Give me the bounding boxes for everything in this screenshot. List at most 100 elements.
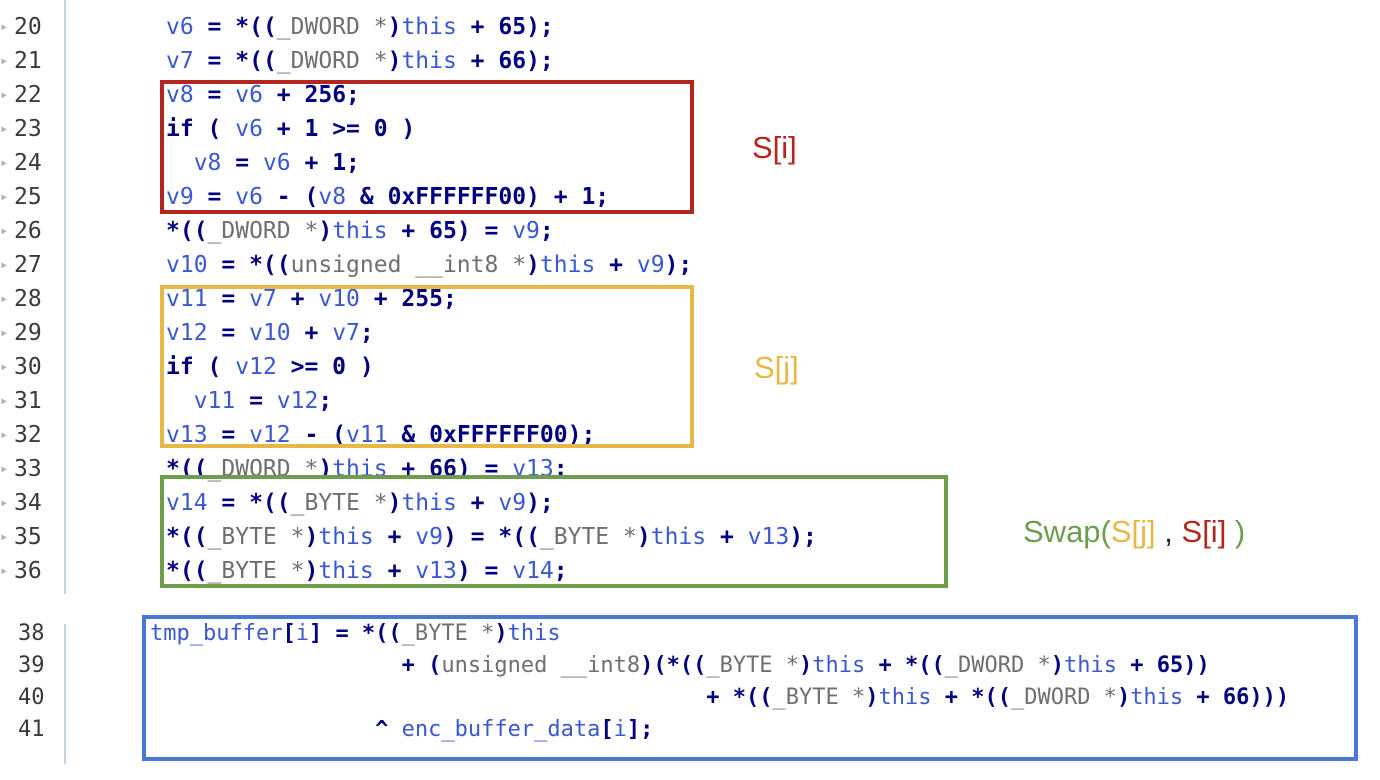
swap-suffix: ) (1226, 514, 1246, 549)
code-token: v6 (235, 116, 263, 142)
code-token: this (878, 685, 932, 710)
line-number: 22 (14, 82, 42, 108)
line-number: 31 (14, 388, 42, 414)
code-token: ( (193, 354, 236, 380)
line-number: 25 (14, 184, 42, 210)
code-token: = (207, 422, 250, 448)
annotation-sj: S[j] (754, 350, 799, 385)
code-token: unsigned __int8 (441, 653, 641, 678)
line-marker-icon: ▸ (0, 257, 9, 273)
code-token: + 66); (456, 48, 554, 74)
code-token: if (166, 354, 194, 380)
code-token: _DWORD * (207, 218, 319, 244)
code-token: _BYTE * (401, 621, 495, 646)
code-token: _DWORD * (944, 653, 1051, 678)
code-token: ) (387, 48, 402, 74)
line-number: 33 (14, 456, 42, 482)
code-token: _BYTE * (706, 653, 800, 678)
code-token: ) (494, 621, 508, 646)
code-token: - ( (290, 422, 347, 448)
code-token: v12 (276, 388, 319, 414)
line-marker-icon: ▸ (0, 155, 9, 171)
code-token: ) (304, 524, 319, 550)
code-token: v6 (262, 150, 291, 176)
code-text: v7 = *((_DWORD *)this + 66); (166, 44, 554, 78)
code-token: + (276, 286, 319, 312)
code-token: ); (789, 524, 817, 550)
sj-highlight-box (160, 285, 694, 448)
code-token: = (193, 184, 236, 210)
code-token: = (193, 82, 236, 108)
code-token: _DWORD * (276, 14, 388, 40)
line-marker-icon: ▸ (0, 53, 9, 69)
code-token: + (456, 490, 499, 516)
code-text: tmp_buffer[i] = *((_BYTE *)this (150, 618, 561, 650)
gutter-divider (64, 0, 66, 594)
line-number: 39 (18, 653, 45, 678)
line-number: 40 (18, 685, 45, 710)
code-token: v13 (747, 524, 790, 550)
code-token: + ( (150, 653, 442, 678)
code-token: ; (539, 218, 554, 244)
code-token: + (373, 524, 416, 550)
line-marker-icon: ▸ (0, 291, 9, 307)
code-token: unsigned __int8 * (290, 252, 527, 278)
code-token: >= 0 ) (276, 354, 374, 380)
code-token: this (539, 252, 596, 278)
code-token: v9 (166, 184, 194, 210)
code-token: + *(( (865, 653, 945, 678)
code-token: )(*(( (640, 653, 707, 678)
code-token: ) (799, 653, 813, 678)
code-token: + 65)) (1116, 653, 1210, 678)
line-marker-icon: ▸ (0, 121, 9, 137)
code-token: enc_buffer_data (401, 717, 601, 742)
code-token: ) (526, 252, 540, 278)
code-token: v11 (166, 286, 208, 312)
code-token: *(( (166, 218, 208, 244)
annotation-si: S[i] (752, 130, 797, 165)
code-token: v9 (512, 218, 540, 244)
code-text: if ( v12 >= 0 ) (166, 350, 374, 384)
code-token: ) (304, 558, 319, 584)
code-token: + 66))) (1183, 685, 1290, 710)
code-text: v11 = v7 + v10 + 255; (166, 282, 457, 316)
code-token: ]; (626, 717, 654, 742)
code-token: v7 (249, 286, 277, 312)
code-token: + 255; (359, 286, 457, 312)
code-token: ) = (456, 558, 513, 584)
code-token: + 65) = (387, 218, 513, 244)
line-marker-icon: ▸ (0, 359, 9, 375)
code-token: ) (1050, 653, 1064, 678)
line-number: 35 (14, 524, 42, 550)
code-token: ) (636, 524, 651, 550)
code-token: + (706, 524, 748, 550)
line-number: 24 (14, 150, 42, 176)
code-token: + *(( (150, 685, 773, 710)
code-token: = *(( (207, 252, 291, 278)
code-token: v14 (166, 490, 208, 516)
code-token: [ (282, 621, 296, 646)
code-token: v8 (166, 82, 194, 108)
code-token: _BYTE * (207, 524, 305, 550)
code-token: v8 (193, 150, 222, 176)
code-token: + *(( (931, 685, 1011, 710)
code-text: v10 = *((unsigned __int8 *)this + v9); (166, 248, 692, 282)
line-marker-icon: ▸ (0, 223, 9, 239)
code-token: v13 (166, 422, 208, 448)
code-token: = *(( (193, 14, 277, 40)
code-token: ^ (150, 717, 402, 742)
line-marker-icon: ▸ (0, 529, 9, 545)
code-token: = (221, 150, 263, 176)
code-token: this (507, 621, 561, 646)
code-token: ; (553, 558, 568, 584)
code-token: this (401, 48, 457, 74)
line-marker-icon: ▸ (0, 393, 9, 409)
code-token: ) (387, 14, 402, 40)
code-token: & 0xFFFFFF00); (387, 422, 596, 448)
code-token: _DWORD * (276, 48, 388, 74)
code-token: + (595, 252, 637, 278)
code-text: + (unsigned __int8)(*((_BYTE *)this + *(… (150, 650, 1210, 682)
code-token: & 0xFFFFFF00) + 1; (346, 184, 610, 210)
code-token: v12 (166, 320, 208, 346)
